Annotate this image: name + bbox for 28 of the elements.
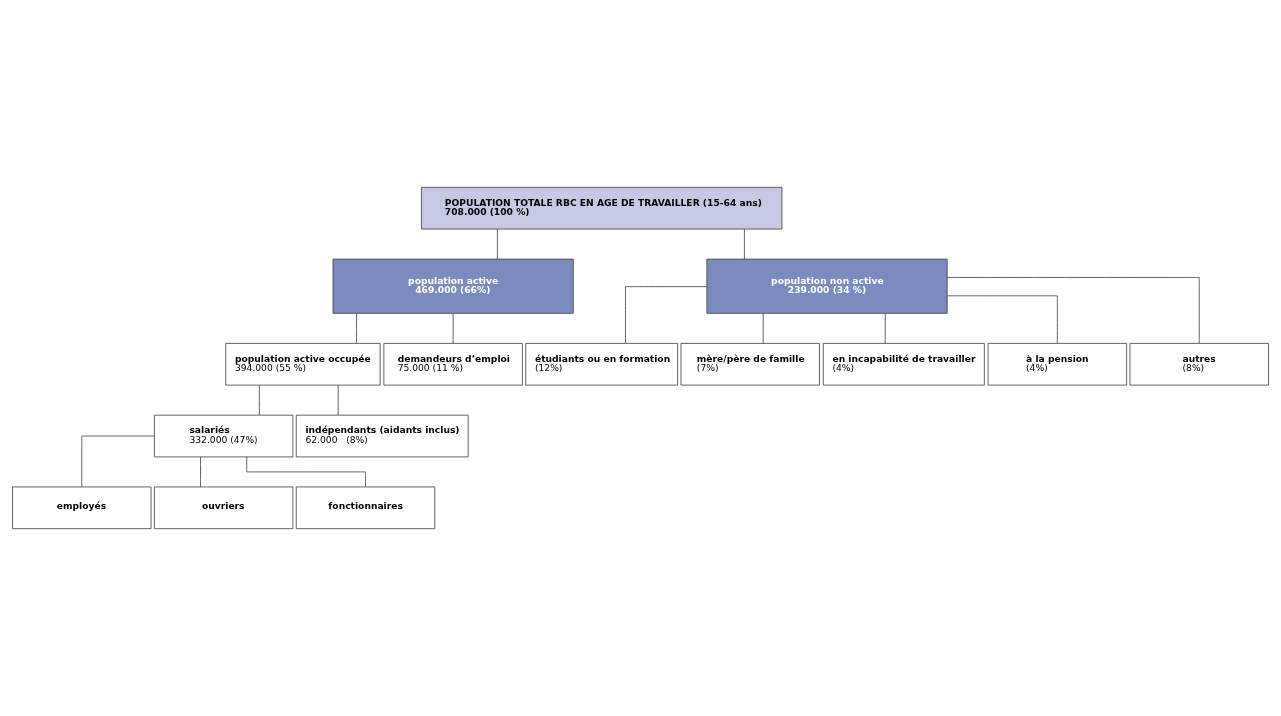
- connector: [496, 228, 498, 260]
- connector: [744, 228, 745, 260]
- node-box: population active 469.000 (66%): [332, 258, 574, 314]
- node-box: indépendants (aidants inclus) 62.000 (8%): [295, 414, 469, 458]
- node-box: population non active 239.000 (34 %): [706, 258, 948, 314]
- node-box: POPULATION TOTALE RBC EN AGE DE TRAVAILLER (15-64 ans) 708.000 (100 %): [421, 186, 783, 230]
- connector: [452, 313, 454, 344]
- node-box: population active occupée 394.000 (55 %): [225, 343, 381, 386]
- connector: [81, 435, 155, 488]
- connector: [762, 313, 764, 344]
- node-box: étudiants ou en formation (12%): [525, 343, 679, 386]
- node-box: fonctionnaires: [295, 486, 436, 530]
- node-box: demandeurs d’emploi 75.000 (11 %): [383, 343, 523, 386]
- connector: [625, 286, 707, 344]
- connector: [946, 277, 1200, 344]
- node-box: en incapabilité de travailler (4%): [822, 343, 985, 386]
- node-box: à la pension (4%): [987, 343, 1128, 386]
- connector: [258, 385, 260, 416]
- node-box: salariés 332.000 (47%): [153, 414, 294, 458]
- node-box: mère/père de famille (7%): [680, 343, 820, 386]
- connector: [884, 313, 886, 344]
- connector: [356, 313, 357, 344]
- node-box: ouvriers: [153, 486, 294, 530]
- node-box: autres (8%): [1129, 343, 1269, 386]
- connector: [337, 385, 339, 416]
- connector: [200, 456, 201, 488]
- connector: [946, 295, 1058, 344]
- node-box: employés: [12, 486, 152, 530]
